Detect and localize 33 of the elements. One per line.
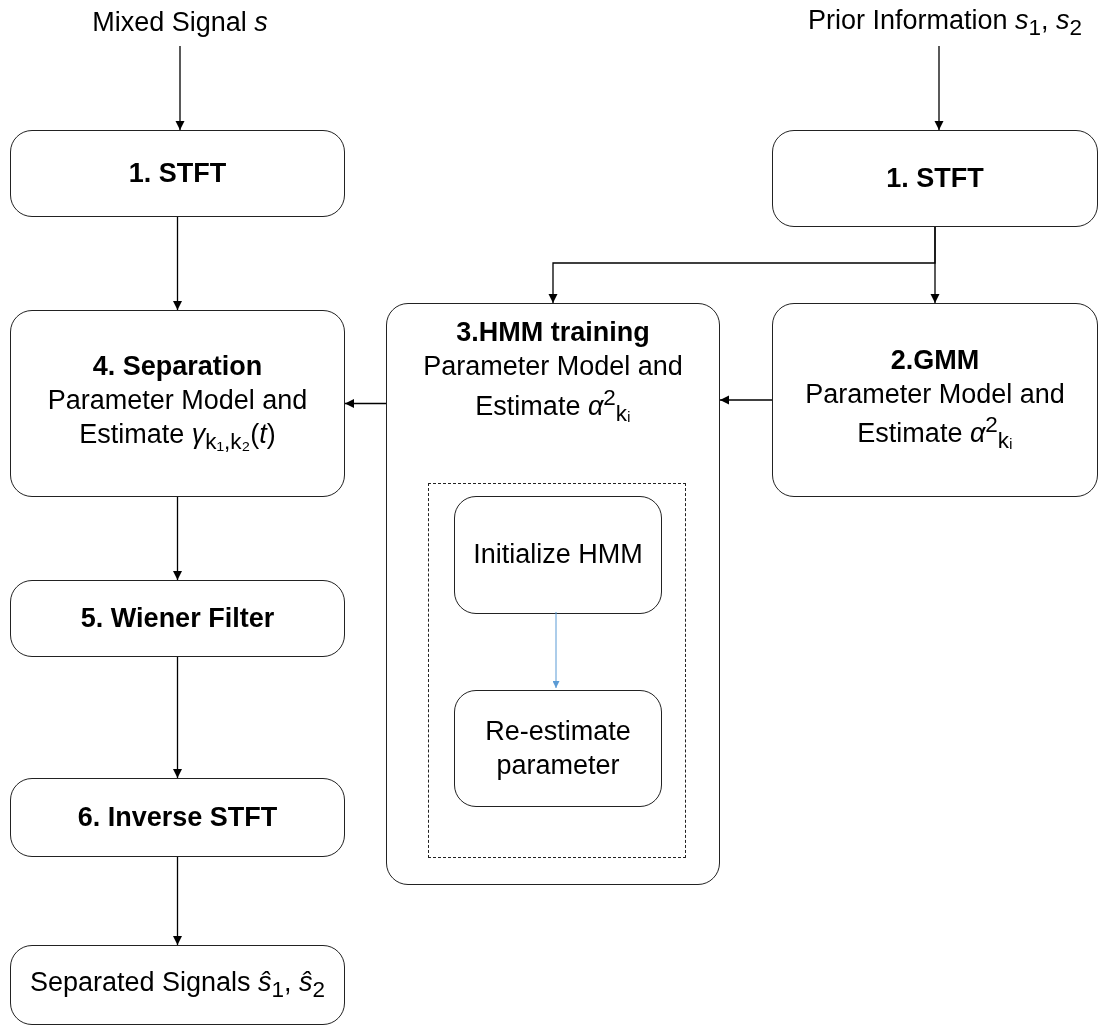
output-box [10, 945, 345, 1025]
arrow [172, 496, 183, 581]
step-label: 5. Wiener Filter [79, 601, 276, 635]
arrow [934, 45, 944, 131]
arrow [172, 656, 183, 779]
input-label: Mixed Signal s [91, 6, 269, 40]
arrow [172, 856, 183, 946]
step-title: 4. Separation [91, 350, 264, 384]
process-box [454, 690, 662, 807]
process-box [386, 303, 720, 885]
process-box [772, 303, 1098, 497]
step-description: Parameter Model and Estimate γ$_{k₁,k₂}$(t) [46, 384, 309, 457]
process-box [10, 778, 345, 857]
process-box [772, 130, 1098, 227]
arrow [172, 216, 183, 311]
step-label: Re-estimate parameter [484, 714, 632, 782]
process-box [10, 130, 345, 217]
step-title: 2.GMM [889, 344, 981, 377]
arrow [719, 395, 773, 405]
step-title: 3.HMM training [455, 316, 651, 349]
arrow [344, 398, 387, 409]
step-label: 1. STFT [885, 161, 985, 195]
arrow [175, 45, 185, 131]
step-label: 1. STFT [127, 156, 228, 190]
dashed-group-box [428, 483, 686, 858]
process-box [454, 496, 662, 614]
process-box [10, 310, 345, 497]
step-label: Initialize HMM [472, 538, 644, 572]
input-label: Prior Information s$_{1}$, s$_{2}$ [806, 3, 1084, 43]
arrow [930, 226, 940, 304]
step-label: 6. Inverse STFT [76, 800, 279, 834]
process-box [10, 580, 345, 657]
step-label: Separated Signals ŝ$_{1}$, ŝ$_{2}$ [28, 965, 327, 1005]
